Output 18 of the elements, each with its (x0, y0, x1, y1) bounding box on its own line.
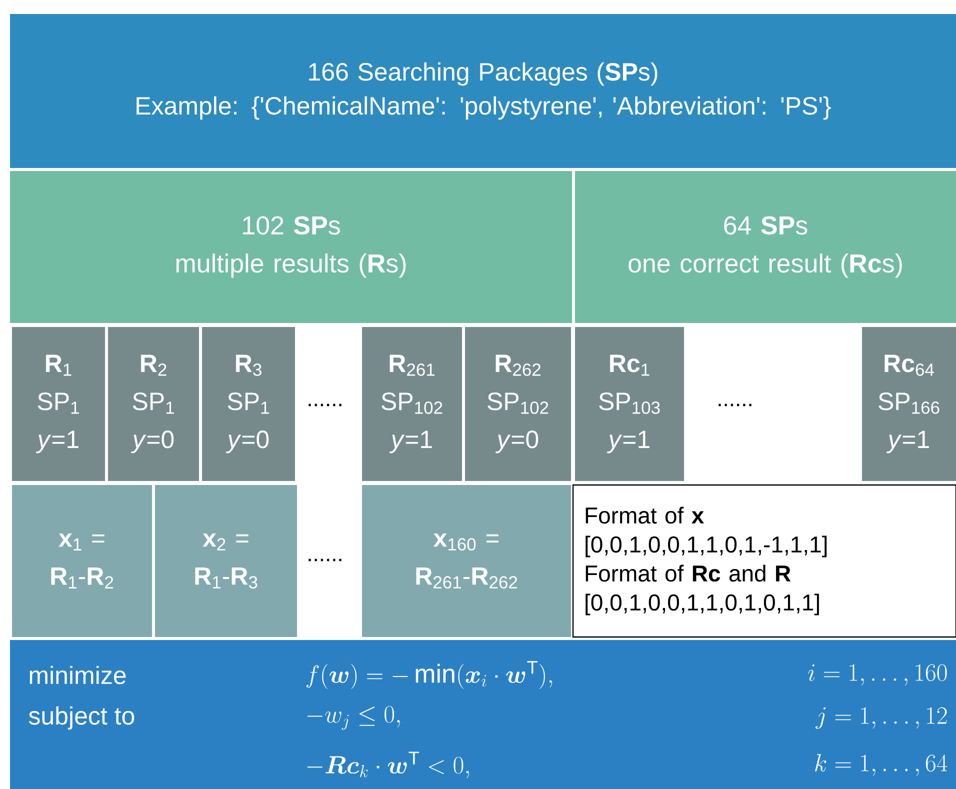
data-cell: x$_{2}$ = R$_{1}$-R$_{3}$ (155, 485, 297, 637)
optimization-band: minimize subject to $f(\bm{w}) = -\min(\bm{x}_i \cdot \bm{w}^{\mathrm{T}}),$ $-w_j \leq 0,$ $-\bm{Rc}_k \cdot \bm{w}^{\mathrm{T}} < 0,$ $i = 1, \dots, 160$ $j = 1, \dots, 12$ $k = 1, \dots, 64$ (10, 640, 956, 789)
data-cell: Rc$_{64}$ SP$_{166}$ y=1 (862, 327, 956, 481)
header-band: 64 SPs one correct result (Rcs) (575, 171, 956, 323)
data-cell: R$_{1}$ SP$_{1}$ y=1 (12, 327, 105, 481)
data-cell: x$_{1}$ = R$_{1}$-R$_{2}$ (12, 485, 152, 637)
format-box: Format of x [0,0,1,0,0,1,1,0,1,-1,1,1] Format of Rc and R [0,0,1,0,0,1,1,0,1,0,1,1] (572, 484, 956, 638)
header-band: 102 SPs multiple results (Rs) (10, 171, 572, 323)
data-cell: Rc$_{1}$ SP$_{103}$ y=1 (575, 327, 684, 481)
ellipsis: ...... (308, 558, 342, 562)
ellipsis: ...... (308, 404, 342, 406)
data-cell: R$_{261}$ SP$_{102}$ y=1 (362, 327, 462, 481)
header-band: 166 Searching Packages (SPs) Example: {'ChemicalName': 'polystyrene', 'Abbreviation': 'PS'} (10, 14, 956, 168)
data-cell: R$_{262}$ SP$_{102}$ y=0 (465, 327, 571, 481)
data-cell: R$_{2}$ SP$_{1}$ y=0 (108, 327, 199, 481)
data-cell: x$_{160}$ = R$_{261}$-R$_{262}$ (362, 485, 571, 637)
ellipsis: ...... (718, 404, 752, 406)
data-cell: R$_{3}$ SP$_{1}$ y=0 (202, 327, 295, 481)
